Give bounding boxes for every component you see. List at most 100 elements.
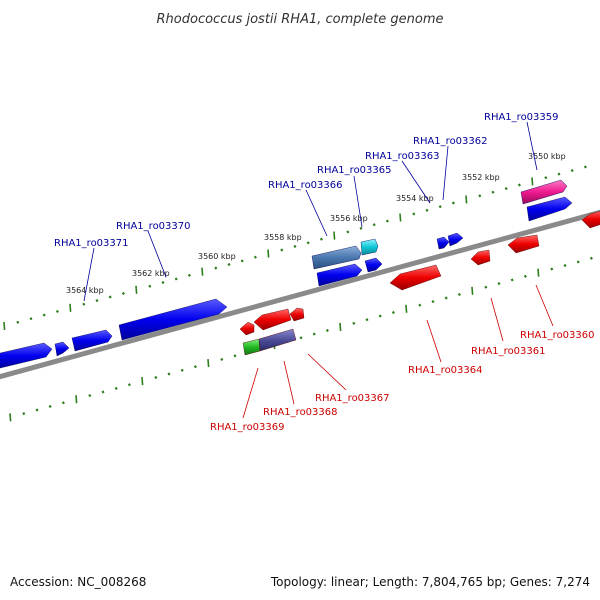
gene-ro03364[interactable] (389, 264, 442, 291)
minor-tick (220, 357, 224, 361)
minor-tick (391, 310, 395, 315)
gene-label-ro03370[interactable]: RHA1_ro03370 (116, 221, 191, 232)
gene-ro03361[interactable] (470, 249, 491, 266)
minor-tick (491, 190, 495, 194)
gene-ro03366b[interactable] (316, 263, 363, 287)
major-tick (3, 321, 6, 330)
minor-tick (127, 383, 131, 387)
minor-tick (55, 309, 59, 313)
gene-ro03369[interactable] (242, 338, 261, 356)
gene-label-ro03360[interactable]: RHA1_ro03360 (520, 330, 595, 341)
minor-tick (497, 282, 501, 286)
gene-label-ro03365[interactable]: RHA1_ro03365 (317, 165, 392, 176)
gene-ro03368[interactable] (258, 328, 297, 352)
major-tick (267, 249, 270, 258)
minor-tick (438, 205, 442, 209)
minor-tick (48, 404, 52, 408)
major-tick (465, 195, 468, 204)
minor-tick (121, 291, 125, 295)
gene-label-ro03359[interactable]: RHA1_ro03359 (484, 112, 559, 123)
minor-tick (306, 241, 310, 245)
minor-tick (180, 368, 184, 372)
gene-label-ro03362[interactable]: RHA1_ro03362 (413, 136, 488, 147)
minor-tick (312, 332, 316, 336)
gene-ro03366[interactable] (311, 245, 362, 270)
kbp-label: 3564 kbp (66, 286, 104, 295)
major-tick (141, 377, 144, 386)
major-tick (405, 304, 408, 313)
gene-ro03359b[interactable] (526, 196, 573, 222)
minor-tick (444, 296, 448, 300)
minor-tick (478, 194, 482, 198)
gene-ro03362[interactable] (447, 232, 464, 247)
gene-ro03365[interactable] (360, 238, 379, 256)
gene-ro03360b[interactable] (581, 210, 600, 229)
minor-tick (431, 300, 435, 304)
minor-tick (352, 321, 356, 325)
forward-genes (0, 179, 573, 369)
gene-ro03359[interactable] (520, 179, 568, 205)
minor-tick (319, 237, 323, 241)
minor-tick (425, 208, 429, 212)
gene-ro03371[interactable] (0, 342, 53, 369)
major-tick (207, 359, 210, 368)
gene-label-ro03368[interactable]: RHA1_ro03368 (263, 407, 338, 418)
minor-tick (174, 277, 178, 281)
minor-tick (187, 273, 191, 277)
minor-tick (484, 285, 488, 289)
minor-tick (240, 259, 244, 263)
topology-text: Topology: linear; Length: 7,804,765 bp; … (270, 575, 590, 589)
forward-tick-track (3, 165, 587, 330)
forward-gene-labels (83, 121, 538, 302)
gene-label-ro03361[interactable]: RHA1_ro03361 (471, 346, 546, 357)
genome-backbone (0, 209, 600, 380)
kbp-label: 3552 kbp (462, 173, 500, 182)
minor-tick (544, 176, 548, 180)
gene-ro03369f[interactable] (118, 298, 228, 341)
gene-label-ro03366[interactable]: RHA1_ro03366 (268, 180, 343, 191)
reverse-genes (239, 210, 600, 356)
minor-tick (35, 408, 39, 412)
minor-tick (418, 303, 422, 307)
reverse-gene-labels (242, 284, 554, 419)
major-tick (339, 322, 342, 331)
minor-tick (16, 320, 20, 324)
gene-ro03360[interactable] (507, 234, 540, 254)
gene-ro03367[interactable] (253, 308, 292, 331)
gene-label-ro03371[interactable]: RHA1_ro03371 (54, 238, 129, 249)
gene-label-ro03363[interactable]: RHA1_ro03363 (365, 151, 440, 162)
minor-tick (325, 328, 329, 333)
minor-tick (227, 262, 231, 267)
minor-tick (563, 263, 567, 268)
minor-tick (557, 172, 561, 176)
gene-ro03367b[interactable] (289, 307, 305, 322)
gene-ro03365b[interactable] (364, 257, 383, 273)
major-tick (69, 303, 72, 312)
gene-ro03363[interactable] (436, 236, 450, 250)
minor-tick (523, 274, 527, 278)
gene-label-ro03364[interactable]: RHA1_ro03364 (408, 365, 483, 376)
gene-ro03370[interactable] (54, 341, 70, 357)
kbp-label: 3560 kbp (198, 252, 236, 261)
kbp-label: 3562 kbp (132, 269, 170, 278)
minor-tick (42, 313, 46, 317)
gene-label-ro03367[interactable]: RHA1_ro03367 (315, 393, 390, 404)
kbp-label: 3554 kbp (396, 194, 434, 203)
minor-tick (161, 280, 165, 285)
gene-ro03370b[interactable] (71, 329, 113, 352)
minor-tick (412, 212, 416, 216)
gene-ro03368r[interactable] (239, 321, 255, 336)
major-tick (9, 413, 12, 422)
minor-tick (214, 266, 218, 270)
minor-tick (517, 183, 521, 187)
major-tick (135, 285, 138, 294)
major-tick (75, 395, 78, 404)
minor-tick (293, 244, 297, 248)
minor-tick (108, 295, 112, 299)
kbp-label: 3556 kbp (330, 214, 368, 223)
minor-tick (154, 375, 158, 380)
gene-label-ro03369[interactable]: RHA1_ro03369 (210, 422, 285, 433)
minor-tick (233, 354, 237, 358)
minor-tick (510, 278, 514, 282)
minor-tick (372, 223, 376, 227)
